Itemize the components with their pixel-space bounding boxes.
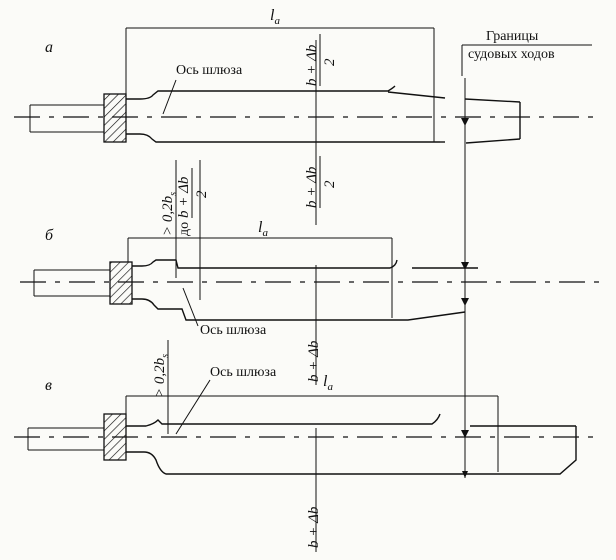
scheme-v-min-offset-label: > 0,2bs [152, 354, 171, 398]
scheme-b-lock-axis-leader [182, 287, 199, 327]
scheme-a-channel-bottom [465, 138, 521, 144]
scheme-b-lower-wall [132, 298, 466, 321]
scheme-b-lock-head [109, 261, 133, 305]
scheme-v-lock-axis-leader [175, 379, 211, 435]
svg-text:2: 2 [322, 58, 338, 66]
scheme-a-lock-axis-leader [162, 79, 177, 115]
scheme-b-width-label: b + Δb [306, 340, 322, 382]
boundary-label-line1: Границы [486, 29, 539, 44]
boundary-arrow-b1 [461, 262, 469, 270]
scheme-b-label: б [45, 227, 54, 244]
scheme-v: в la > 0,2bs Ось шлюза b + Δb [14, 340, 600, 552]
scheme-a-upper-wall [126, 85, 396, 100]
scheme-a-lock-axis-label: Ось шлюза [176, 63, 243, 78]
svg-text:до: до [177, 222, 192, 236]
svg-text:> 0,2bs: > 0,2bs [152, 354, 171, 398]
svg-text:b + Δb: b + Δb [304, 44, 320, 86]
scheme-a-channel-top [464, 98, 521, 103]
scheme-a-upper-flare [387, 91, 446, 99]
boundary-label-line2: судовых ходов [468, 47, 555, 62]
scheme-a-half-width-bottom: b + Δb 2 [304, 156, 338, 208]
scheme-b-upper-wall [132, 259, 398, 269]
svg-text:b + Δb: b + Δb [304, 166, 320, 208]
scheme-b: б la > 0,2bs до b + Δb 2 b + [20, 160, 600, 385]
scheme-v-upper-wall [126, 413, 441, 427]
scheme-v-lock-axis-label: Ось шлюза [210, 365, 277, 380]
scheme-a-half-width-top: b + Δb 2 [304, 34, 338, 86]
boundary-arrow-a [461, 118, 469, 126]
scheme-v-channel-end [468, 426, 577, 475]
boundary-arrow-v [461, 430, 469, 438]
svg-text:2: 2 [194, 190, 210, 198]
scheme-b-upto-label: до b + Δb 2 [176, 168, 210, 236]
scheme-v-la-label: la [323, 373, 333, 393]
boundary-arrow-b2 [461, 298, 469, 306]
scheme-b-lock-axis-label: Ось шлюза [200, 323, 267, 338]
scheme-a-la-label: la [270, 7, 280, 27]
scheme-v-lower-wall [126, 451, 468, 475]
svg-text:> 0,2bs: > 0,2bs [160, 192, 179, 236]
svg-text:2: 2 [322, 180, 338, 188]
svg-text:b + Δb: b + Δb [306, 506, 322, 548]
scheme-v-width-label: b + Δb [306, 506, 322, 548]
scheme-b-la-label: la [258, 219, 268, 239]
svg-text:b + Δb: b + Δb [306, 340, 322, 382]
svg-text:b + Δb: b + Δb [176, 176, 192, 218]
scheme-b-min-offset-label: > 0,2bs [160, 192, 179, 236]
lock-head-hatched [103, 93, 127, 143]
scheme-v-label: в [45, 377, 52, 394]
scheme-a: а la b + Δb 2 b + Δb 2 [14, 7, 600, 225]
scheme-a-label: а [45, 39, 53, 56]
scheme-a-lower-wall [126, 133, 440, 143]
